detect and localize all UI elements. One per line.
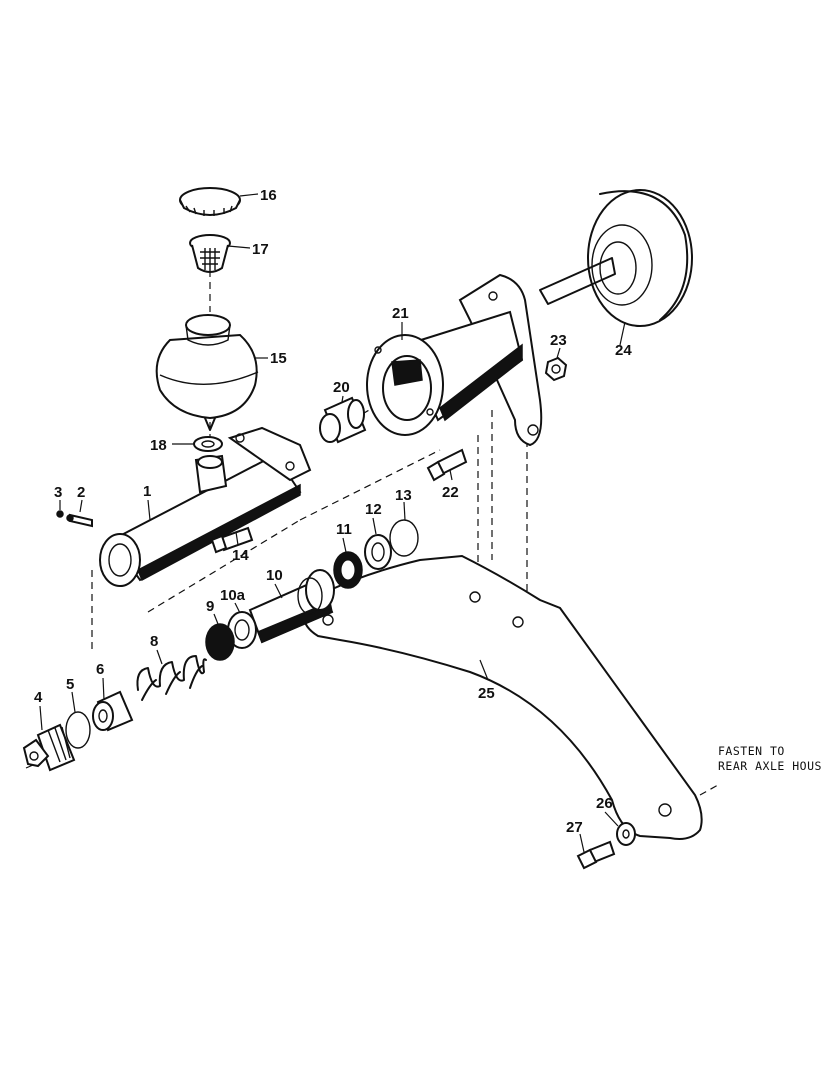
fasten-note: FASTEN TO REAR AXLE HOUS xyxy=(718,744,822,773)
part-24-drum xyxy=(539,189,693,327)
label-12: 12 xyxy=(365,501,382,518)
note-line-2: REAR AXLE HOUS xyxy=(718,759,822,773)
label-10: 10 xyxy=(266,567,283,584)
part-13-o-ring xyxy=(389,519,419,557)
label-1: 1 xyxy=(143,483,151,500)
label-13: 13 xyxy=(395,487,412,504)
part-labels: 16 17 15 18 1 3 2 14 20 21 22 23 24 11 1… xyxy=(34,187,632,836)
part-5-washer xyxy=(65,711,91,749)
label-27: 27 xyxy=(566,819,583,836)
label-20: 20 xyxy=(333,379,350,396)
label-26: 26 xyxy=(596,795,613,812)
label-9: 9 xyxy=(206,598,214,615)
label-6: 6 xyxy=(96,661,104,678)
part-27-bolt xyxy=(576,840,616,870)
part-11-seal xyxy=(333,551,363,589)
part-1-cylinder xyxy=(99,426,312,587)
part-14-bolt xyxy=(210,526,254,554)
label-18: 18 xyxy=(150,437,167,454)
part-17-strainer xyxy=(189,234,231,273)
label-8: 8 xyxy=(150,633,158,650)
label-15: 15 xyxy=(270,350,287,367)
label-25: 25 xyxy=(478,685,495,702)
part-25-bracket xyxy=(302,554,703,840)
label-24: 24 xyxy=(615,342,632,359)
label-17: 17 xyxy=(252,241,269,258)
part-22-bolt xyxy=(426,448,468,482)
label-4: 4 xyxy=(34,689,43,706)
part-8-spring xyxy=(136,655,207,701)
label-16: 16 xyxy=(260,187,277,204)
part-3-dust-cap xyxy=(56,510,64,518)
part-6-valve xyxy=(92,690,134,732)
note-line-1: FASTEN TO xyxy=(718,744,785,758)
part-10-piston xyxy=(248,569,335,644)
label-11: 11 xyxy=(336,521,352,538)
part-26-washer xyxy=(616,822,636,846)
part-9-cup xyxy=(205,623,235,661)
part-21-tube-flange xyxy=(366,273,543,447)
part-2-bleed-screw xyxy=(66,513,93,528)
label-5: 5 xyxy=(66,676,74,693)
label-14: 14 xyxy=(232,547,249,564)
label-2: 2 xyxy=(77,484,85,501)
label-21: 21 xyxy=(392,305,409,322)
part-23-nut xyxy=(544,356,568,382)
part-15-reservoir xyxy=(155,314,259,431)
label-22: 22 xyxy=(442,484,459,501)
part-12-washer xyxy=(364,534,392,570)
label-10a: 10a xyxy=(220,587,246,604)
part-18-washer xyxy=(193,436,223,452)
part-16-cap xyxy=(179,187,241,216)
label-3: 3 xyxy=(54,484,62,501)
leader-lines xyxy=(39,193,626,853)
part-4-end-plug xyxy=(22,723,76,772)
part-20-bushing xyxy=(319,396,367,444)
label-23: 23 xyxy=(550,332,567,349)
